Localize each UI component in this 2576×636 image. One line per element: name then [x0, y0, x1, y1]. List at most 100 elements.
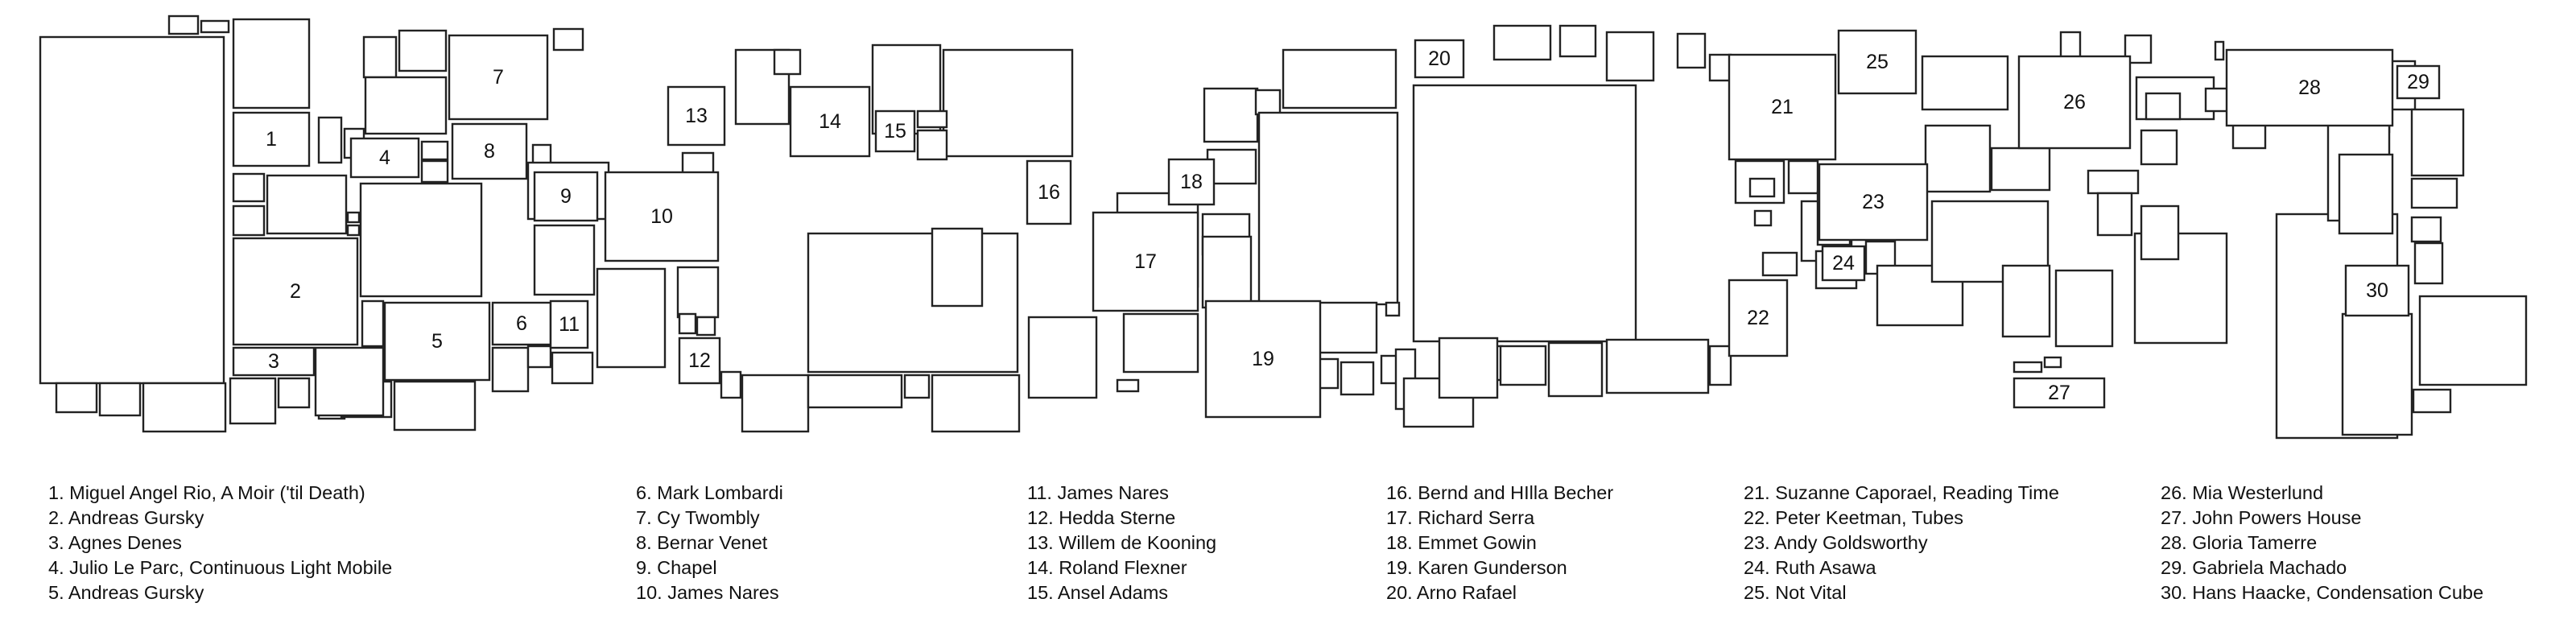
legend-item: 25. Not Vital [1744, 582, 1847, 603]
artwork-frame [1203, 87, 1259, 143]
artwork-frame [200, 19, 230, 34]
artwork-frame [2410, 216, 2442, 243]
artwork-frame [2054, 269, 2114, 348]
artwork-frame [1201, 235, 1253, 309]
artwork-frame [55, 382, 98, 414]
artwork-frame [720, 370, 742, 399]
artwork-number-label: 2 [290, 280, 301, 303]
artwork-frame [314, 346, 385, 417]
artwork-frame [916, 129, 948, 161]
legend-item: 2. Andreas Gursky [48, 507, 204, 528]
artwork-frame-9 [533, 171, 599, 222]
artwork-frame [1282, 48, 1397, 109]
artwork-frame-8 [451, 122, 528, 180]
artwork-frame-26 [2017, 55, 2132, 150]
artwork-frame [531, 143, 552, 166]
artwork-frame [773, 48, 802, 76]
artwork-frame [1558, 24, 1597, 58]
legend-item: 22. Peter Keetman, Tubes [1744, 507, 1964, 528]
artwork-frame [931, 227, 984, 308]
artwork-number-label: 14 [819, 110, 841, 133]
artwork-frame-29 [2396, 64, 2441, 100]
legend-item: 20. Arno Rafael [1386, 582, 1517, 603]
artwork-frame [1990, 147, 2051, 192]
artwork-number-label: 9 [560, 185, 572, 208]
artwork-frame [1315, 301, 1378, 354]
legend-item: 6. Mark Lombardi [636, 482, 783, 503]
artwork-frame [2410, 177, 2458, 209]
artwork-frame-13 [667, 85, 726, 147]
artwork-frame [676, 266, 720, 319]
artwork-frame [2204, 87, 2230, 113]
artwork-frame [807, 374, 903, 409]
artwork-frame [266, 174, 348, 235]
artwork-number-label: 7 [493, 66, 504, 89]
artwork-number-label: 21 [1771, 96, 1794, 118]
artwork-frame [420, 159, 449, 184]
artwork-frame [1753, 209, 1773, 227]
artwork-frame [142, 382, 227, 433]
artwork-frame [98, 382, 142, 417]
legend-item: 14. Roland Flexner [1027, 557, 1187, 578]
artwork-frames [39, 14, 2528, 440]
artwork-number-label: 16 [1038, 181, 1060, 204]
legend-item: 26. Mia Westerlund [2161, 482, 2324, 503]
legend-item: 28. Gloria Tamerre [2161, 532, 2318, 553]
artwork-frame [398, 29, 448, 72]
artwork-frame [346, 211, 361, 224]
artwork-frame-12 [678, 337, 721, 385]
legend-column: 26. Mia Westerlund 27. John Powers House 2… [2161, 481, 2576, 605]
artwork-frame [1676, 32, 1707, 69]
legend-item: 3. Agnes Denes [48, 532, 182, 553]
artwork-frame [359, 182, 483, 298]
artwork-frame-10 [604, 171, 720, 262]
artwork-frame-7 [448, 34, 549, 121]
artwork-frame-23 [1818, 163, 1929, 242]
artwork-frame [1605, 31, 1655, 82]
legend-item: 7. Cy Twombly [636, 507, 760, 528]
artwork-number-label: 18 [1180, 171, 1203, 193]
artwork-frame-17 [1092, 211, 1199, 312]
artwork-number-label: 3 [268, 350, 279, 373]
artwork-frame-21 [1728, 53, 1837, 161]
artwork-number-label: 19 [1252, 348, 1274, 370]
legend-item: 27. John Powers House [2161, 507, 2362, 528]
artwork-frame [2001, 264, 2051, 338]
artwork-frame [346, 224, 361, 237]
artwork-frame [916, 109, 948, 129]
artwork-frame [232, 172, 266, 203]
artwork-frame [1257, 111, 1399, 306]
artwork-number-label: 25 [1866, 51, 1889, 73]
artwork-frame [2338, 153, 2394, 235]
artwork-frame [491, 346, 530, 393]
artwork-frame [1605, 338, 1710, 394]
legend-item: 11. James Nares [1027, 482, 1169, 503]
artwork-number-label: 28 [2298, 76, 2321, 99]
artwork-frame-1 [232, 111, 311, 167]
artwork-frame [2140, 129, 2178, 166]
artwork-frame [393, 380, 477, 432]
artwork-frame-18 [1167, 158, 1216, 206]
artwork-frame [2341, 312, 2413, 436]
artwork-frame-15 [874, 109, 916, 153]
artwork-frame-6 [491, 301, 552, 346]
artwork-number-label: 13 [685, 105, 708, 127]
artwork-frame-14 [789, 85, 871, 158]
artwork-frame-25 [1837, 29, 1918, 95]
artwork-frame [232, 204, 266, 237]
artwork-number-label: 24 [1832, 252, 1855, 275]
legend-item: 10. James Nares [636, 582, 779, 603]
artwork-frame [1122, 312, 1199, 374]
artwork-number-label: 17 [1134, 250, 1157, 273]
legend-item: 18. Emmet Gowin [1386, 532, 1537, 553]
artwork-number-label: 26 [2063, 91, 2086, 114]
artwork-frame [167, 14, 200, 35]
artwork-frame [1787, 159, 1819, 195]
artwork-frame [2410, 108, 2465, 177]
artwork-number-label: 15 [884, 120, 906, 142]
artwork-frame [39, 35, 225, 385]
